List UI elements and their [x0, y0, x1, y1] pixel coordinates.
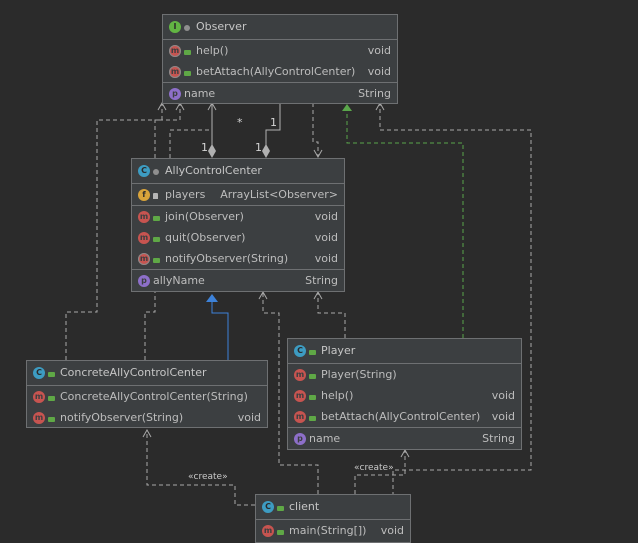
method-icon: m [138, 210, 150, 223]
member-row[interactable]: m quit(Observer) void [138, 230, 338, 244]
method-icon: m [294, 410, 306, 423]
player-methods: m Player(String) m help() void m betAtta… [288, 364, 521, 428]
interface-icon: I [169, 21, 181, 33]
member-row[interactable]: m Player(String) [294, 367, 397, 381]
dep-concrete-observer [65, 103, 163, 360]
ally-methods: m join(Observer) void m quit(Observer) v… [132, 206, 344, 270]
ally-fields: f players ArrayList<Observer> [132, 184, 344, 206]
member-row[interactable]: m main(String[]) void [262, 523, 404, 537]
public-visibility-icon [309, 347, 316, 355]
dep-concrete-ally [144, 278, 156, 360]
class-icon: C [33, 367, 45, 379]
public-visibility-icon [309, 392, 316, 400]
class-name-ally-control-center: AllyControlCenter [165, 164, 262, 177]
create-client-concrete [146, 430, 255, 506]
field-row[interactable]: f players ArrayList<Observer> [132, 184, 344, 205]
class-box-observer[interactable]: I Observer m help() void m betAttach(All… [162, 14, 398, 104]
constructor-icon: m [294, 368, 306, 381]
dep-player-ally [317, 292, 346, 338]
create-label-left: «create» [188, 472, 228, 482]
dep-client-ally [262, 292, 319, 494]
public-visibility-icon [153, 234, 160, 242]
composition-diamond-a [208, 144, 216, 158]
multiplicity-one-a: 1 [201, 141, 208, 154]
constructor-icon: m [33, 390, 45, 403]
method-icon: m [294, 389, 306, 402]
class-name-client: client [289, 500, 320, 513]
create-label-right: «create» [354, 463, 394, 473]
dep-ally-observer-left [154, 103, 181, 158]
dep-client-observer [379, 103, 532, 496]
property-row[interactable]: p name String [288, 428, 521, 449]
class-box-ally-control-center[interactable]: C AllyControlCenter f players ArrayList<… [131, 158, 345, 292]
member-row[interactable]: m help() void [294, 388, 515, 402]
concrete-methods: m ConcreteAllyControlCenter(String) m no… [27, 386, 267, 428]
class-header-observer[interactable]: I Observer [163, 15, 397, 40]
member-row[interactable]: m notifyObserver(String) void [33, 410, 261, 424]
package-visibility-icon [184, 23, 191, 31]
multiplicity-one-b: 1 [255, 141, 262, 154]
public-visibility-icon [48, 393, 55, 401]
method-icon: m [33, 411, 45, 424]
static-method-icon: m [262, 524, 274, 537]
multiplicity-star: * [237, 116, 243, 129]
class-box-client[interactable]: C client m main(String[]) void [255, 494, 411, 543]
property-row[interactable]: p allyName String [132, 270, 344, 291]
class-header-client[interactable]: C client [256, 495, 410, 520]
create-client-player [354, 450, 406, 494]
class-icon: C [294, 345, 306, 357]
class-header-concrete[interactable]: C ConcreteAllyControlCenter [27, 361, 267, 386]
extends-concrete-ally [211, 300, 229, 360]
class-name-observer: Observer [196, 20, 247, 33]
class-header-player[interactable]: C Player [288, 339, 521, 364]
public-visibility-icon [277, 527, 284, 535]
property-icon: p [169, 87, 181, 100]
abstract-class-icon: C [138, 165, 150, 177]
class-name-player: Player [321, 344, 356, 357]
multiplicity-one-c: 1 [270, 116, 277, 129]
public-visibility-icon [309, 371, 316, 379]
composition-diamond-b [262, 144, 270, 158]
public-visibility-icon [48, 414, 55, 422]
client-methods: m main(String[]) void [256, 520, 410, 541]
public-visibility-icon [277, 503, 284, 511]
method-icon: m [169, 44, 181, 57]
abstract-method-icon: m [138, 252, 150, 265]
player-properties: p name String [288, 428, 521, 449]
class-name-concrete: ConcreteAllyControlCenter [60, 366, 207, 379]
dep-ally-observer-mid [169, 103, 213, 158]
property-icon: p [138, 274, 150, 287]
public-visibility-icon [184, 47, 191, 55]
member-row[interactable]: m join(Observer) void [138, 209, 338, 223]
member-row[interactable]: m help() void [169, 43, 391, 57]
package-visibility-icon [153, 167, 160, 175]
observer-properties: p name String [163, 83, 397, 104]
method-icon: m [138, 231, 150, 244]
composition-line-b [265, 103, 281, 148]
protected-visibility-icon [153, 191, 160, 199]
public-visibility-icon [153, 213, 160, 221]
ally-properties: p allyName String [132, 270, 344, 291]
property-row[interactable]: p name String [163, 83, 397, 104]
class-icon: C [262, 501, 274, 513]
class-header-ally-control-center[interactable]: C AllyControlCenter [132, 159, 344, 184]
observer-methods: m help() void m betAttach(AllyControlCen… [163, 40, 397, 83]
class-box-concrete-ally-control-center[interactable]: C ConcreteAllyControlCenter m ConcreteAl… [26, 360, 268, 428]
property-icon: p [294, 432, 306, 445]
member-row[interactable]: m ConcreteAllyControlCenter(String) [33, 389, 248, 403]
member-row[interactable]: m betAttach(AllyControlCenter) void [294, 409, 515, 423]
field-icon: f [138, 188, 150, 201]
public-visibility-icon [48, 369, 55, 377]
public-visibility-icon [153, 255, 160, 263]
member-row[interactable]: m betAttach(AllyControlCenter) void [169, 64, 391, 78]
dep-observer-ally [312, 103, 319, 156]
class-box-player[interactable]: C Player m Player(String) m help() void … [287, 338, 522, 450]
member-row[interactable]: m notifyObserver(String) void [138, 251, 338, 265]
implements-player-observer [346, 110, 464, 338]
public-visibility-icon [309, 413, 316, 421]
method-icon: m [169, 65, 181, 78]
public-visibility-icon [184, 68, 191, 76]
